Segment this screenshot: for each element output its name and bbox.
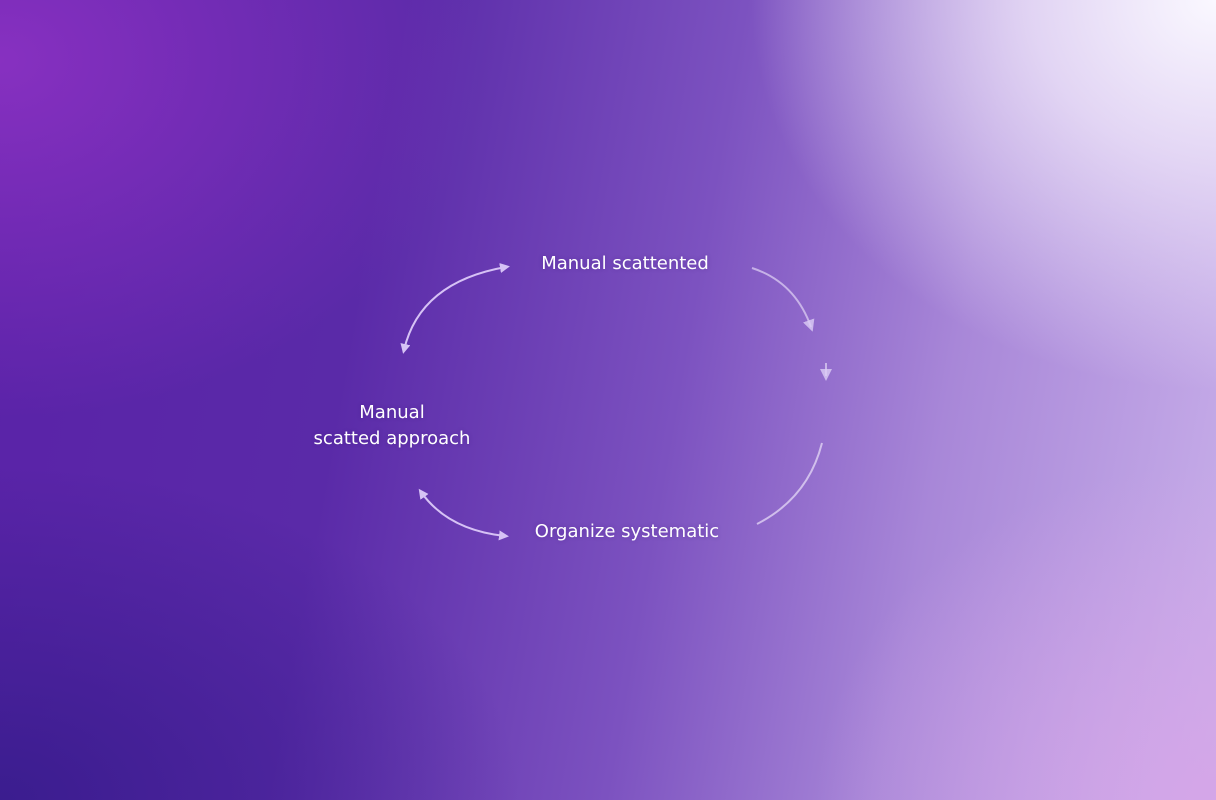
arrow-left-to-top: [400, 263, 510, 354]
arrow-top-to-right: [751, 267, 815, 332]
node-top-label: Manual scattented: [541, 253, 709, 274]
arrow-left-to-bottom: [418, 488, 509, 541]
node-bottom-label: Organize systematic: [534, 521, 720, 542]
node-left-line2: scatted approach: [313, 428, 471, 449]
node-left-line1: Manual: [359, 402, 425, 423]
arrow-bottom-to-right: [756, 442, 823, 525]
node-left-label: Manual scatted approach: [292, 400, 492, 452]
